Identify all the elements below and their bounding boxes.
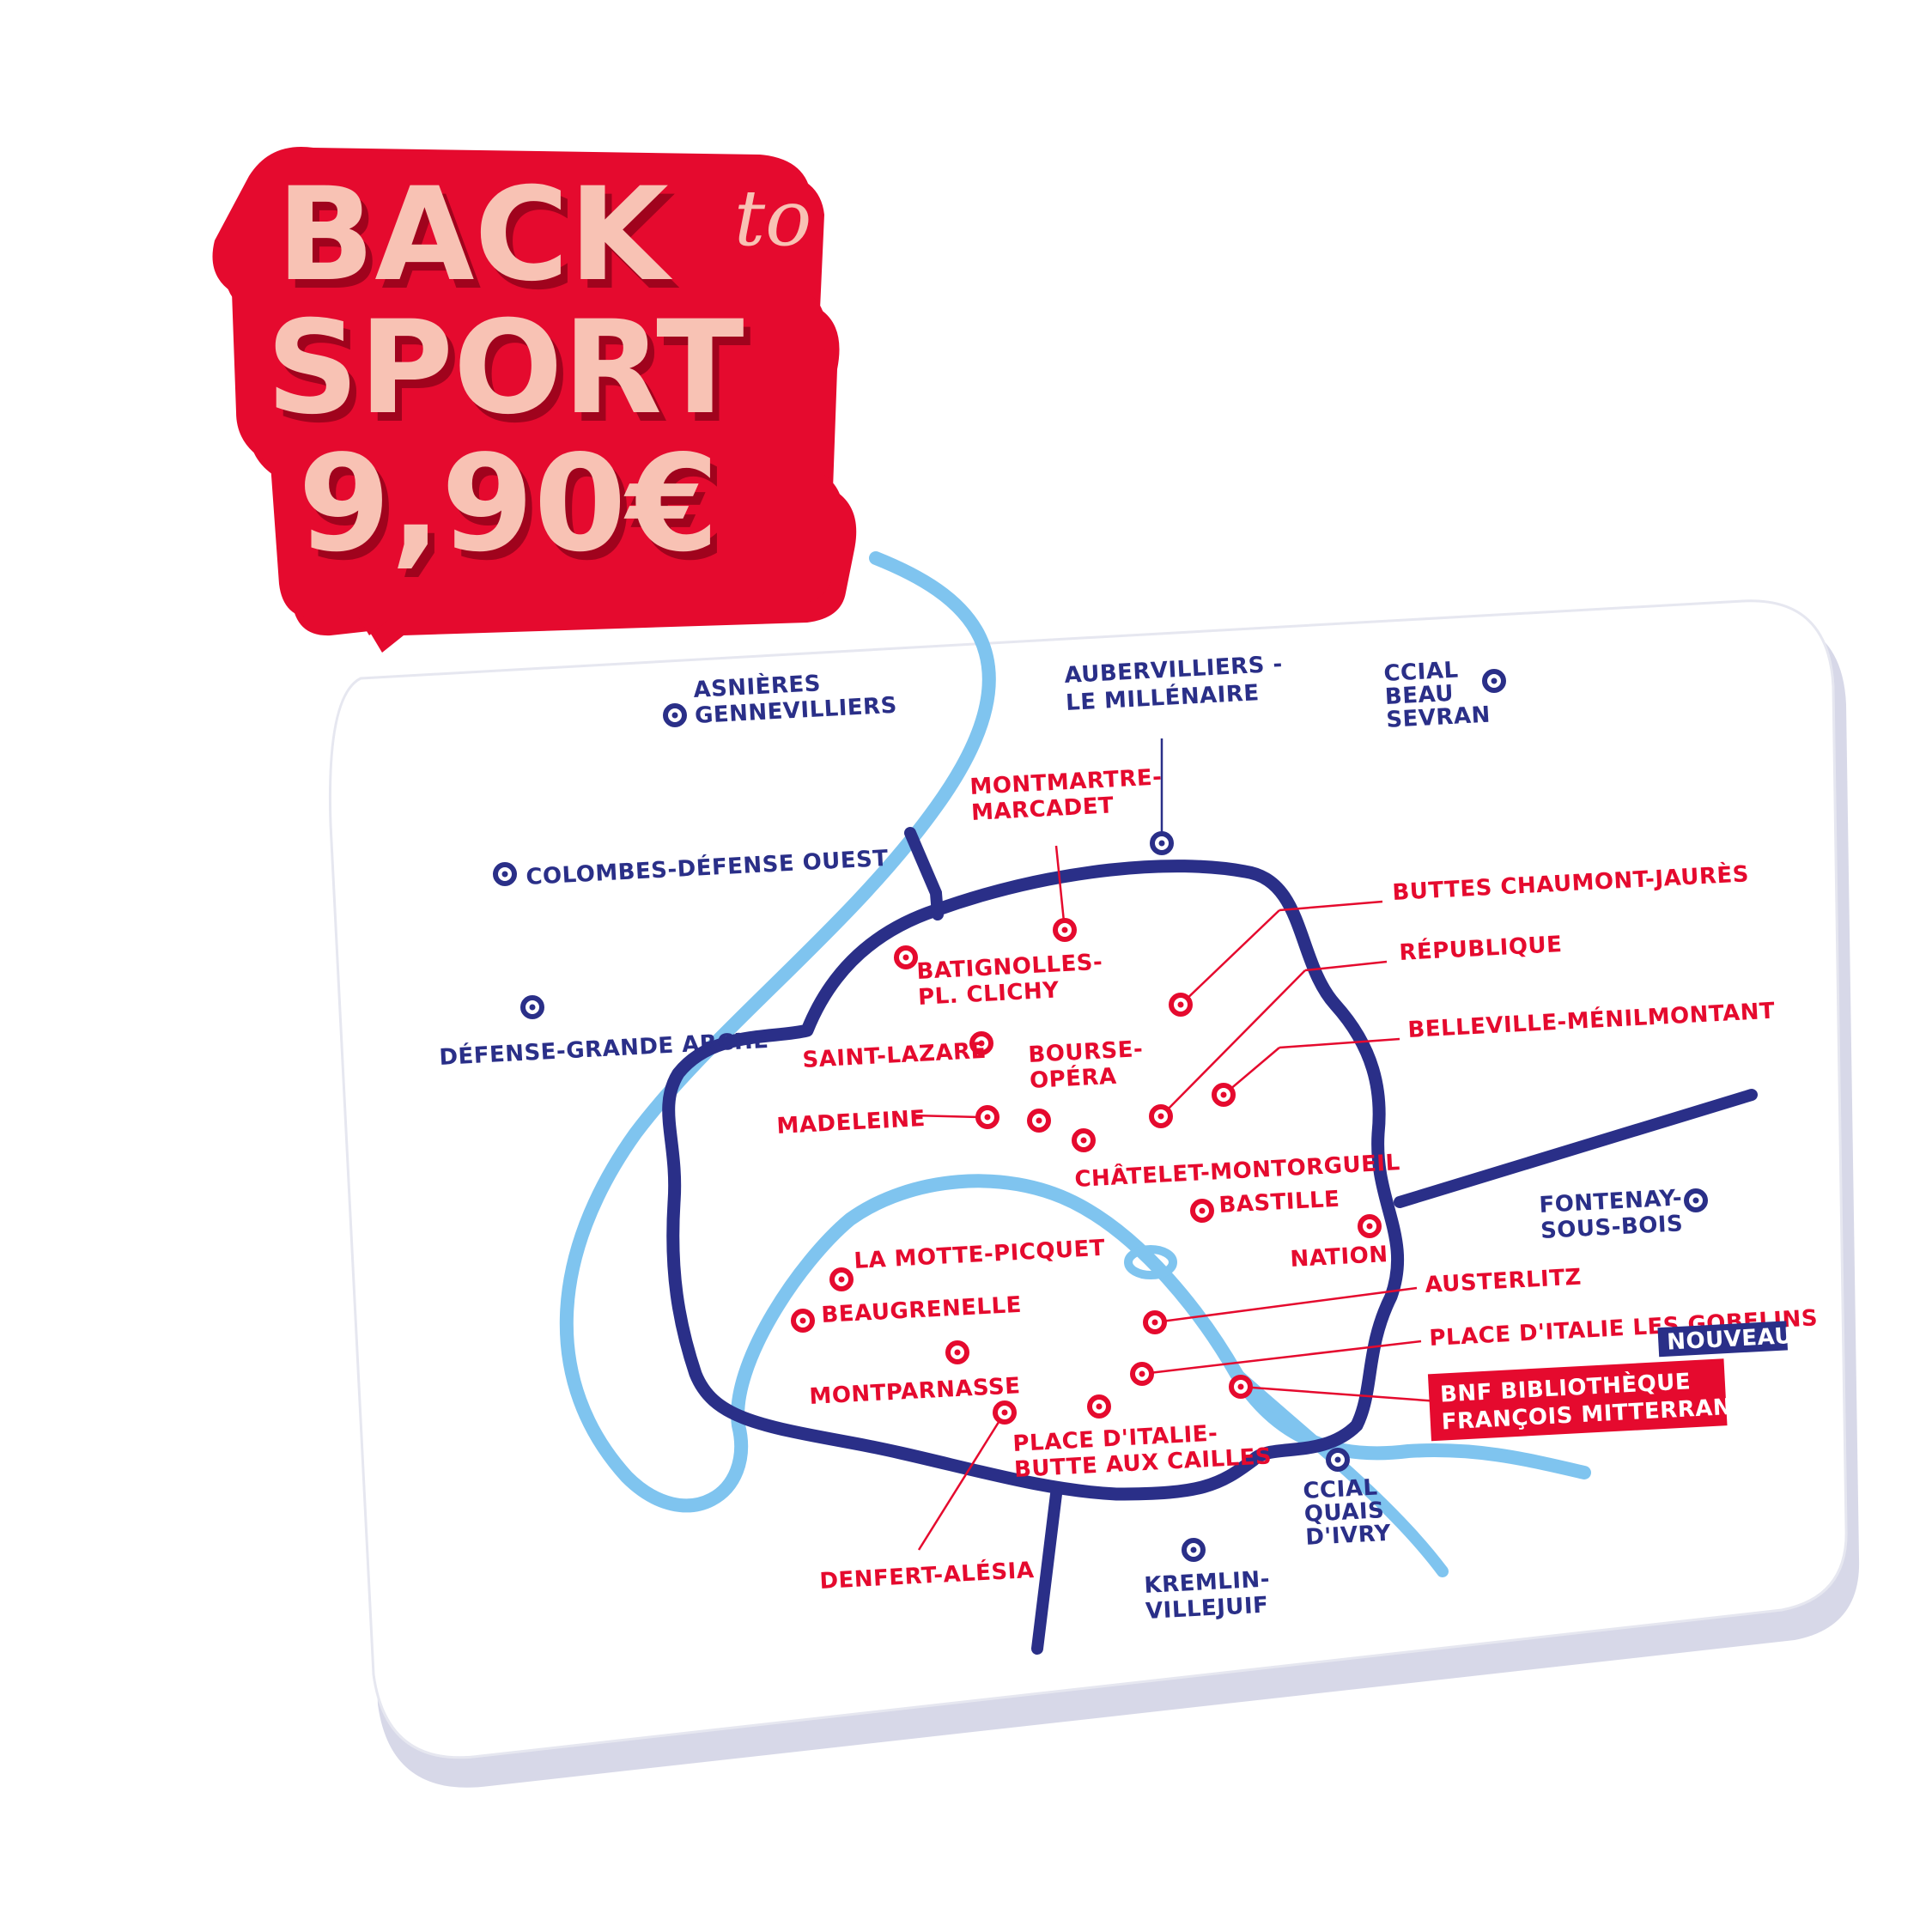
club-quais-ivry[interactable]: CCIAL QUAIS D'IVRY <box>1303 1474 1394 1551</box>
leader-lines <box>912 845 1439 1551</box>
promo-script-to: to <box>734 173 811 264</box>
river-island <box>1124 1245 1177 1279</box>
paris-markers <box>791 918 1382 1425</box>
suburb-club-marker-0[interactable] <box>663 703 687 727</box>
paris-club-marker-17[interactable] <box>993 1400 1017 1425</box>
promo-sticker: BACK BACK to SPORT SPORT 9,90€ 9,90€ <box>212 146 857 653</box>
road-south <box>1031 1488 1062 1655</box>
promo-price-fg: 9,90€ <box>298 426 719 581</box>
paris-club-marker-5[interactable] <box>969 1031 993 1055</box>
promo-line-sport-fg: SPORT <box>266 294 744 443</box>
paris-club-marker-10[interactable] <box>1358 1214 1382 1238</box>
club-beau-sevran[interactable]: CCIAL BEAU SEVRAN <box>1383 656 1492 733</box>
paris-club-marker-7[interactable] <box>975 1105 999 1129</box>
promo-sticker-body <box>212 146 844 635</box>
suburb-club-marker-3[interactable] <box>493 862 517 886</box>
suburb-club-marker-5[interactable] <box>1684 1188 1708 1212</box>
paris-club-marker-0[interactable] <box>1053 918 1077 942</box>
paris-club-marker-11[interactable] <box>829 1267 854 1291</box>
featured-club[interactable]: BNF BIBLIOTHÈQUE FRANÇOIS MITTERRAND NOU… <box>1426 1320 1816 1442</box>
suburb-club-marker-4[interactable] <box>520 995 544 1019</box>
paris-club-marker-18[interactable] <box>1229 1375 1253 1399</box>
road-north-west <box>904 827 944 920</box>
paris-club-marker-13[interactable] <box>1143 1310 1167 1334</box>
paris-club-marker-6[interactable] <box>1027 1109 1051 1133</box>
paris-club-marker-3[interactable] <box>1149 1104 1173 1128</box>
river-branch <box>1230 1368 1449 1577</box>
paris-club-marker-2[interactable] <box>894 945 918 969</box>
suburb-club-marker-7[interactable] <box>1182 1538 1206 1562</box>
club-kremlin[interactable]: KREMLIN- VILLEJUIF <box>1144 1566 1280 1625</box>
suburb-club-marker-6[interactable] <box>1326 1448 1350 1472</box>
road-east <box>1394 1089 1758 1208</box>
river-seine <box>559 551 1591 1513</box>
promo-line-back: BACK <box>283 169 680 319</box>
paris-club-marker-16[interactable] <box>1087 1394 1111 1419</box>
paris-club-marker-14[interactable] <box>1130 1362 1154 1386</box>
promo-line-sport: SPORT <box>273 302 751 452</box>
club-bastille[interactable]: BASTILLE <box>1218 1187 1340 1218</box>
paris-club-marker-9[interactable] <box>1190 1199 1214 1223</box>
ring-road <box>662 860 1405 1501</box>
suburb-club-marker-2[interactable] <box>1482 669 1506 693</box>
promo-line-back-fg: BACK <box>276 161 673 310</box>
club-nation[interactable]: NATION <box>1290 1242 1389 1273</box>
paris-club-marker-8[interactable] <box>1072 1128 1096 1152</box>
club-fontenay[interactable]: FONTENAY- SOUS-BOIS <box>1539 1185 1692 1244</box>
new-badge-box <box>1657 1321 1789 1358</box>
promo-price: 9,90€ <box>305 434 726 590</box>
paris-club-marker-15[interactable] <box>945 1340 969 1364</box>
suburb-club-marker-1[interactable] <box>1150 831 1174 855</box>
map-card <box>328 599 1848 1759</box>
paris-club-marker-4[interactable] <box>1212 1083 1236 1107</box>
club-bourse-opera[interactable]: BOURSE- OPÉRA <box>1028 1036 1153 1094</box>
paris-club-marker-12[interactable] <box>791 1309 815 1333</box>
suburb-markers <box>493 669 1708 1562</box>
featured-club-box <box>1427 1358 1728 1442</box>
paris-club-marker-1[interactable] <box>1169 993 1193 1017</box>
